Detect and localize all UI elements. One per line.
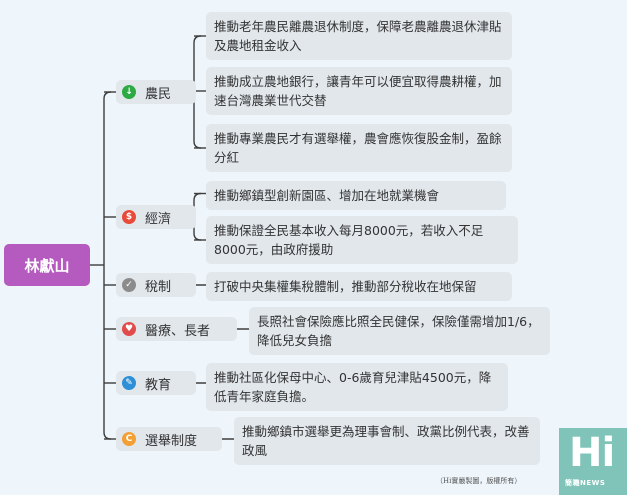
heart-icon: ♥ [122, 322, 136, 336]
copyright-credit: （Hi實嚴製圖，版權所有） [436, 477, 522, 485]
down-arrow-icon: ↓ [122, 85, 136, 99]
leaf-education-1: 推動社區化保母中心、0-6歲育兒津貼4500元，降低青年家庭負擔。 [206, 363, 508, 411]
category-education: ✎ 教育 [116, 371, 196, 395]
category-label: 選舉制度 [145, 433, 198, 449]
category-medical: ♥ 醫療、長者 [116, 317, 237, 341]
c-icon: C [122, 432, 136, 446]
root-node: 林獻山 [4, 244, 90, 286]
leaf-economy-1: 推動鄉鎮型創新園區、增加在地就業機會 [206, 181, 506, 210]
category-label: 醫療、長者 [145, 323, 211, 339]
hi-news-logo: Hi 簡嘰NEWS [559, 428, 627, 495]
leaf-tax-1: 打破中央集權集稅體制，推動部分稅收在地保留 [206, 272, 512, 301]
leaf-farmers-3: 推動專業農民才有選舉權，農會應恢復股金制，盈餘分紅 [206, 124, 512, 172]
category-economy: $ 經濟 [116, 205, 196, 229]
leaf-farmers-1: 推動老年農民離農退休制度，保障老農離農退休津貼及農地租金收入 [206, 12, 512, 60]
category-label: 農民 [145, 86, 172, 102]
logo-text: Hi [569, 430, 615, 476]
category-label: 稅制 [145, 279, 172, 295]
check-icon: ✓ [122, 278, 136, 292]
category-label: 經濟 [145, 211, 172, 227]
leaf-medical-1: 長照社會保險應比照全民健保，保險僅需增加1/6，降低兒女負擔 [249, 307, 550, 355]
category-election: C 選舉制度 [116, 427, 222, 451]
leaf-election-1: 推動鄉鎮市選舉更為理事會制、政黨比例代表，改善政風 [234, 417, 540, 465]
dollar-icon: $ [122, 210, 136, 224]
connector [103, 91, 112, 440]
category-label: 教育 [145, 377, 172, 393]
leaf-economy-2: 推動保證全民基本收入每月8000元，若收入不足8000元，由政府援助 [206, 216, 518, 264]
pencil-icon: ✎ [122, 376, 136, 390]
category-farmers: ↓ 農民 [116, 80, 196, 104]
category-tax: ✓ 稅制 [116, 273, 196, 297]
leaf-farmers-2: 推動成立農地銀行，讓青年可以便宜取得農耕權，加速台灣農業世代交替 [206, 67, 512, 115]
logo-brand: 簡嘰NEWS [565, 479, 606, 487]
